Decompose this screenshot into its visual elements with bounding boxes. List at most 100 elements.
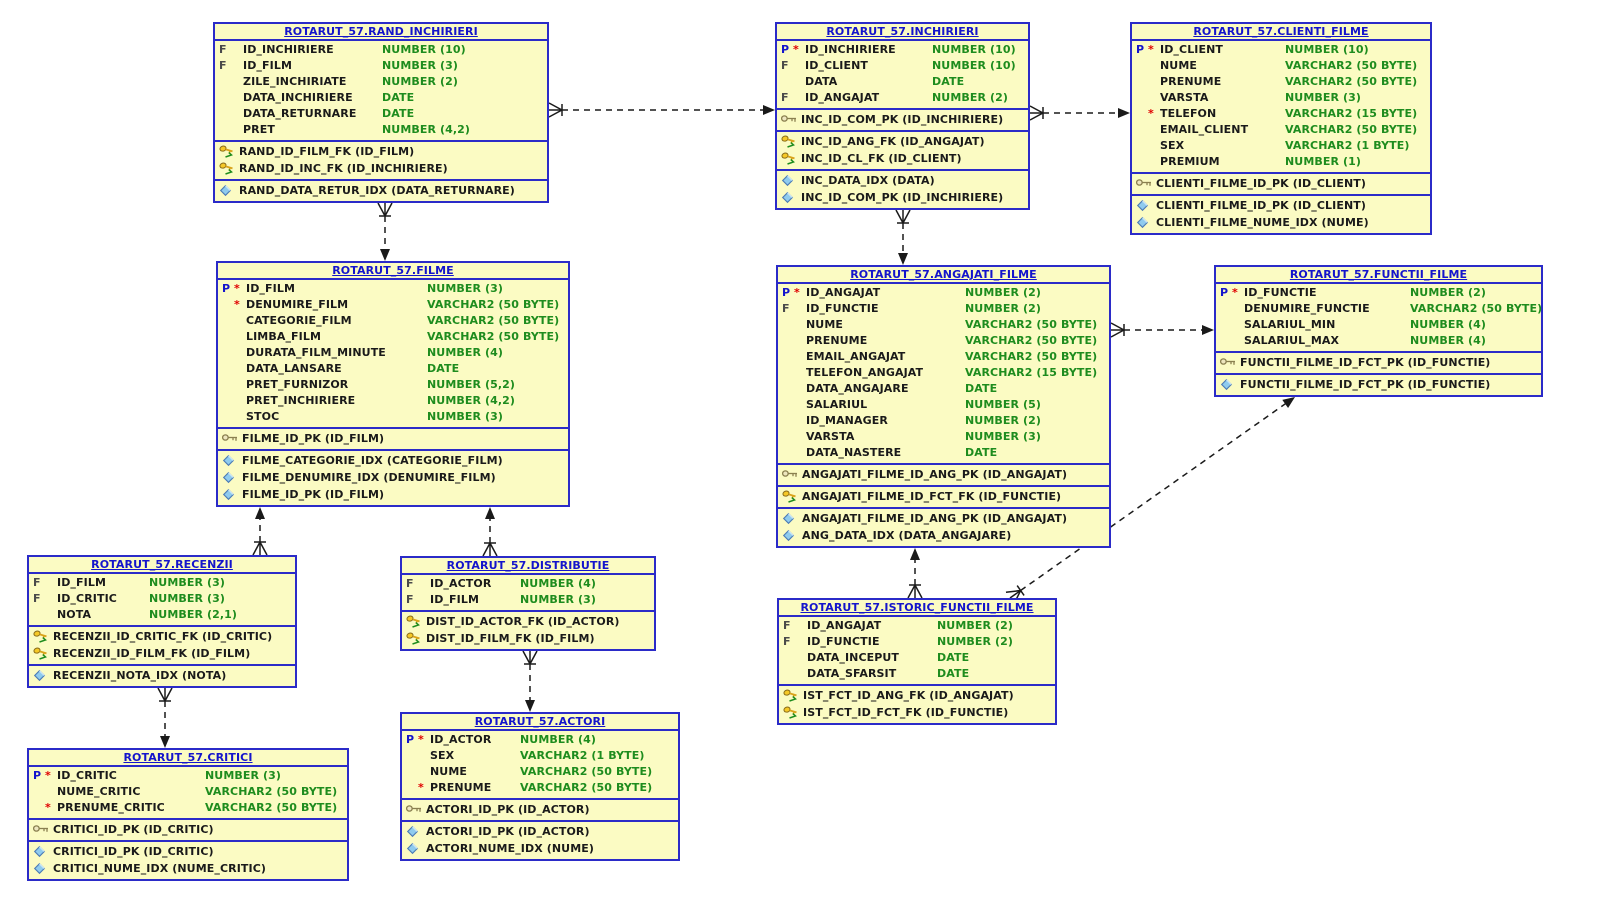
column-type: VARCHAR2 (50 BYTE)	[965, 350, 1098, 363]
constraint-label: ACTORI_NUME_IDX (NUME)	[426, 842, 594, 855]
relationship-connector-3[interactable]	[377, 202, 393, 261]
pk-section: FUNCTII_FILME_ID_FCT_PK (ID_FUNCTIE)	[1216, 351, 1541, 373]
column-type: NUMBER (10)	[382, 43, 466, 56]
index-diamond-icon	[782, 529, 798, 542]
column-name: ID_ANGAJAT	[807, 619, 882, 632]
idx-row: CLIENTI_FILME_ID_PK (ID_CLIENT)	[1132, 197, 1430, 214]
column-name: ID_ACTOR	[430, 577, 492, 590]
column-type: VARCHAR2 (50 BYTE)	[205, 785, 338, 798]
fk-row: RECENZII_ID_FILM_FK (ID_FILM)	[29, 645, 295, 662]
foreign-key-marker: F	[406, 593, 414, 606]
idx-row: ACTORI_NUME_IDX (NUME)	[402, 840, 678, 857]
relationship-connector-6[interactable]	[252, 507, 268, 556]
fk-key-icon	[781, 135, 797, 148]
column-name: ID_FUNCTIE	[806, 302, 879, 315]
pk-section: CRITICI_ID_PK (ID_CRITIC)	[29, 818, 347, 840]
column-type: NUMBER (2)	[965, 302, 1041, 315]
pk-key-icon	[406, 803, 422, 816]
relationship-connector-4[interactable]	[895, 209, 911, 265]
pk-row: ACTORI_ID_PK (ID_ACTOR)	[402, 801, 678, 818]
relationship-connector-1[interactable]	[548, 102, 775, 118]
column-type: NUMBER (2)	[937, 619, 1013, 632]
index-diamond-icon	[406, 842, 422, 855]
pk-section: CLIENTI_FILME_ID_PK (ID_CLIENT)	[1132, 172, 1430, 194]
constraint-label: FILME_ID_PK (ID_FILM)	[242, 432, 385, 445]
foreign-key-marker: F	[33, 592, 41, 605]
relationship-connector-7[interactable]	[482, 507, 498, 557]
column-type: NUMBER (3)	[427, 410, 503, 423]
column-name: ID_FUNCTIE	[807, 635, 880, 648]
constraint-label: FILME_CATEGORIE_IDX (CATEGORIE_FILM)	[242, 454, 503, 467]
column-type: NUMBER (3)	[1285, 91, 1361, 104]
column-type: NUMBER (4)	[1410, 334, 1486, 347]
primary-key-marker: P	[1220, 286, 1229, 299]
idx-row: CRITICI_NUME_IDX (NUME_CRITIC)	[29, 860, 347, 877]
fk-row: DIST_ID_FILM_FK (ID_FILM)	[402, 630, 654, 647]
required-marker: *	[234, 298, 240, 311]
required-marker: *	[45, 769, 51, 782]
column-name: EMAIL_ANGAJAT	[806, 350, 906, 363]
constraint-label: CLIENTI_FILME_ID_PK (ID_CLIENT)	[1156, 177, 1366, 190]
constraint-label: ACTORI_ID_PK (ID_ACTOR)	[426, 825, 590, 838]
constraint-label: CRITICI_NUME_IDX (NUME_CRITIC)	[53, 862, 266, 875]
relationship-connector-2[interactable]	[1029, 105, 1130, 121]
index-diamond-icon	[781, 191, 797, 204]
column-type: NUMBER (10)	[1285, 43, 1369, 56]
column-type: NUMBER (3)	[382, 59, 458, 72]
relationship-connector-8[interactable]	[157, 687, 173, 748]
fk-section: ANGAJATI_FILME_ID_FCT_FK (ID_FUNCTIE)	[778, 485, 1109, 507]
column-type: VARCHAR2 (50 BYTE)	[520, 765, 653, 778]
pk-section: ANGAJATI_FILME_ID_ANG_PK (ID_ANGAJAT)	[778, 463, 1109, 485]
constraint-label: FILME_ID_PK (ID_FILM)	[242, 488, 385, 501]
column-type: DATE	[382, 91, 415, 104]
pk-key-icon	[33, 823, 49, 836]
column-name: NOTA	[57, 608, 92, 621]
column-type: VARCHAR2 (50 BYTE)	[965, 334, 1098, 347]
fk-key-icon	[783, 706, 799, 719]
idx-section: ACTORI_ID_PK (ID_ACTOR) ACTORI_NUME_IDX (…	[402, 820, 678, 859]
idx-row: CRITICI_ID_PK (ID_CRITIC)	[29, 843, 347, 860]
required-marker: *	[418, 733, 424, 746]
column-type: VARCHAR2 (50 BYTE)	[427, 314, 560, 327]
column-name: ID_ACTOR	[430, 733, 492, 746]
column-type: NUMBER (3)	[149, 576, 225, 589]
column-name: VARSTA	[806, 430, 855, 443]
relationship-connector-9[interactable]	[522, 650, 538, 712]
column-name: CATEGORIE_FILM	[246, 314, 352, 327]
relationship-connector-5[interactable]	[1110, 322, 1214, 338]
relationship-connector-10[interactable]	[907, 548, 923, 599]
column-type: VARCHAR2 (15 BYTE)	[965, 366, 1098, 379]
column-type: NUMBER (2)	[965, 286, 1041, 299]
column-name: DATA_SFARSIT	[807, 667, 897, 680]
required-marker: *	[793, 43, 799, 56]
column-type: NUMBER (2)	[937, 635, 1013, 648]
index-diamond-icon	[1220, 378, 1236, 391]
